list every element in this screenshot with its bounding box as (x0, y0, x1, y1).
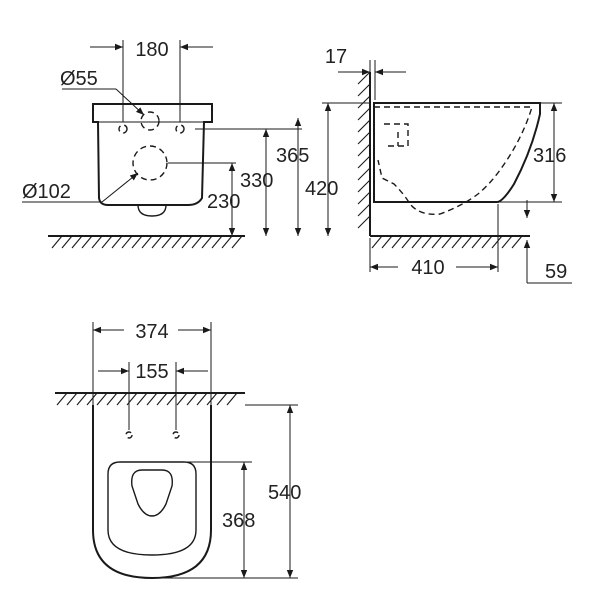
bowl-side-outline (373, 102, 541, 203)
label-bg (124, 318, 178, 342)
right-fixing-hole (172, 431, 180, 439)
wall-hatch (357, 71, 371, 229)
dim-316-label: 316 (533, 145, 566, 167)
left-fixing-hole (118, 124, 128, 134)
dim-55-label: Ø55 (60, 68, 98, 90)
top-view: 374 155 540 368 (55, 318, 301, 580)
floor-hatch (51, 235, 243, 249)
bowl-front-outline (92, 103, 213, 206)
front-view: 180 Ø55 Ø102 230 330 365 (22, 39, 309, 249)
dim-540-label: 540 (268, 482, 301, 504)
dim-155-label: 155 (135, 361, 168, 383)
dim-180-label: 180 (135, 39, 168, 61)
side-view: 17 420 316 59 410 (305, 46, 572, 284)
leader-arrow (101, 172, 139, 203)
dim-410-label: 410 (411, 257, 444, 279)
bowl-top-outline (92, 405, 212, 580)
leader-arrow (115, 88, 145, 116)
label-bg (398, 254, 456, 278)
dim-59-label: 59 (545, 261, 567, 283)
wall-hatch (56, 392, 238, 406)
dim-365-label: 365 (276, 145, 309, 167)
dim-374-label: 374 (135, 321, 168, 343)
outlet-bottom (137, 204, 167, 217)
inner-bowl (131, 469, 173, 517)
dim-330-label: 330 (240, 170, 273, 192)
dim-17-label: 17 (325, 46, 347, 68)
dim-230-label: 230 (207, 191, 240, 213)
right-fixing-hole (175, 124, 185, 134)
inlet-circle (140, 111, 160, 131)
left-fixing-hole (125, 431, 133, 439)
dim-368-label: 368 (222, 510, 255, 532)
dim-420-label: 420 (305, 178, 338, 200)
internal-trap (374, 106, 533, 215)
outlet-circle (132, 145, 168, 181)
dim-102-label: Ø102 (22, 181, 71, 203)
inlet-duct (384, 123, 409, 147)
seat-opening (107, 461, 197, 556)
floor-hatch (371, 235, 523, 249)
